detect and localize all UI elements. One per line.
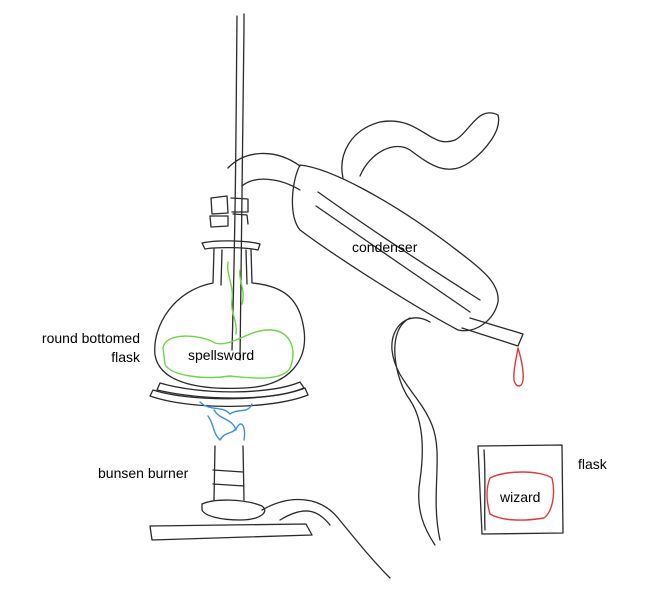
label-condenser: condenser	[352, 239, 418, 255]
burner-barrel	[212, 445, 245, 501]
still-head	[227, 152, 301, 191]
condenser-jacket	[291, 164, 499, 332]
condenser-inner-tube	[315, 191, 481, 313]
label-spellsword: spellsword	[188, 347, 254, 363]
label-bunsen-burner: bunsen burner	[98, 465, 189, 481]
receiving-flask	[477, 444, 564, 535]
bunsen-burner	[149, 387, 391, 579]
flask-body	[154, 248, 306, 390]
retort-stand	[209, 13, 249, 361]
burner-foot	[201, 499, 266, 521]
condenser	[227, 112, 524, 546]
distillate-drip	[513, 347, 524, 387]
condenser-outlet	[461, 317, 524, 347]
clamp-upper	[210, 195, 249, 215]
wizard-liquid	[486, 471, 555, 521]
gas-hose	[261, 498, 391, 579]
stand-rod	[231, 13, 245, 361]
flask-lip	[201, 240, 261, 251]
burner-tripod-top	[149, 387, 309, 407]
label-round-bottomed-flask-line2: flask	[111, 349, 141, 365]
coolant-hose-top	[341, 112, 500, 179]
clamp-lower	[209, 213, 249, 228]
coolant-hose-bottom	[391, 317, 441, 546]
bench-plate	[149, 523, 313, 541]
label-wizard: wizard	[499, 489, 540, 505]
burner-flame	[199, 401, 253, 441]
spellsword-liquid	[162, 261, 294, 379]
label-receiving-flask: flask	[578, 456, 608, 472]
flask-neck-inner	[220, 249, 248, 286]
label-round-bottomed-flask-line1: round bottomed	[42, 330, 140, 346]
